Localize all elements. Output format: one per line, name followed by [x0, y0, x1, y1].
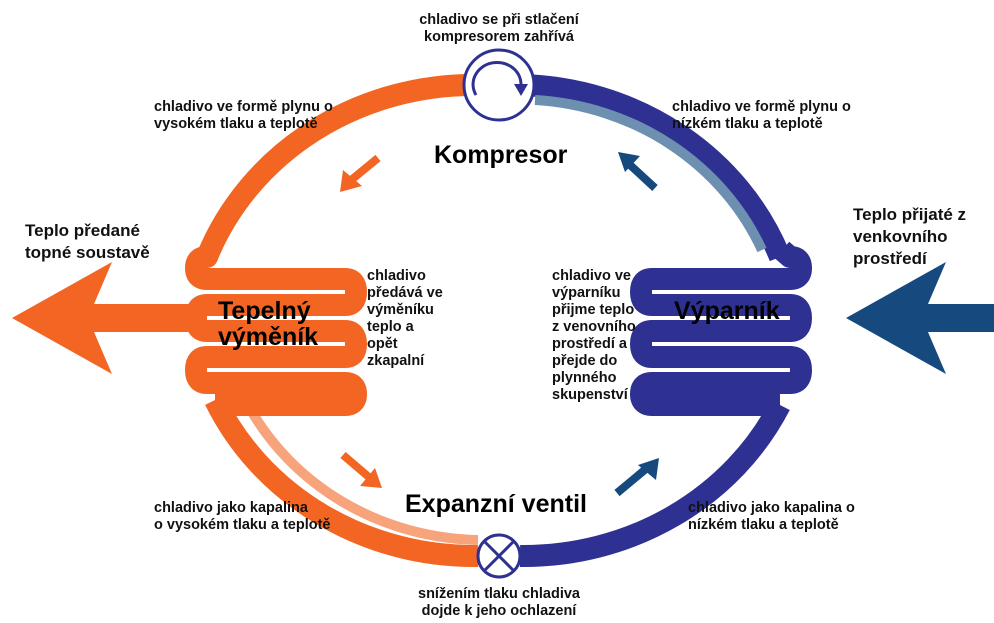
- condenser-coil: [185, 246, 367, 416]
- compressor-rotation-arrowhead: [514, 84, 528, 96]
- compressor-note: chladivo se při stlačení kompresorem zah…: [419, 12, 579, 45]
- high-pressure-liquid-pipe: [205, 395, 479, 568]
- high-pressure-gas-note: chladivo ve formě plynu o vysokém tlaku …: [154, 99, 333, 132]
- compressor-rotation-icon: [471, 60, 523, 96]
- valve-cross-line-2: [483, 540, 515, 572]
- high-pressure-liquid-pipe-inner: [243, 402, 479, 545]
- flow-arrow-hot-gas: [340, 154, 381, 192]
- condenser-note: chladivo předává ve výměníku teplo a opě…: [367, 268, 443, 369]
- evaporator-coil: [630, 241, 812, 416]
- heat-out-label: Teplo předané topné soustavě: [25, 221, 150, 262]
- evaporator-note: chladivo ve výparníku přijme teplo z ven…: [552, 268, 636, 403]
- expansion-valve-title: Expanzní ventil: [405, 490, 587, 518]
- flow-arrow-low-liquid: [614, 458, 659, 497]
- flow-arrow-low-gas: [618, 152, 658, 191]
- hot-gas-pipe: [196, 73, 479, 262]
- low-pressure-liquid-pipe: [519, 399, 790, 568]
- low-gas-pipe: [519, 74, 791, 262]
- valve-note: snížením tlaku chladiva dojde k jeho och…: [418, 586, 580, 619]
- compressor-title: Kompresor: [434, 141, 568, 169]
- high-pressure-liquid-note: chladivo jako kapalina o vysokém tlaku a…: [154, 500, 331, 533]
- heat-in-label: Teplo přijaté z venkovního prostředí: [853, 205, 967, 268]
- flow-arrow-high-liquid: [340, 451, 382, 488]
- low-pressure-liquid-note: chladivo jako kapalina o nízkém tlaku a …: [688, 500, 855, 533]
- heat-in-arrow: [846, 262, 994, 374]
- low-pressure-gas-note: chladivo ve formě plynu o nízkém tlaku a…: [672, 99, 851, 132]
- evaporator-title: Výparník: [674, 297, 780, 325]
- low-gas-pipe-inner: [534, 95, 767, 253]
- heat-out-arrow: [12, 262, 196, 374]
- condenser-title: Tepelný výměník: [218, 297, 319, 351]
